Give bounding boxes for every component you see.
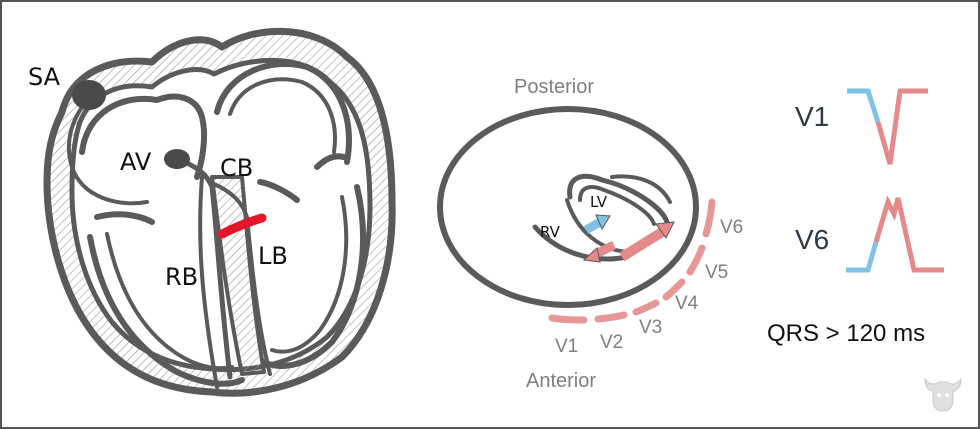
- depolarization-arrows: [582, 214, 675, 263]
- his-bundle: [177, 157, 233, 380]
- lead-markers: [548, 198, 716, 324]
- lead-label-v2: V2: [600, 332, 623, 353]
- lv-label: LV: [590, 193, 608, 211]
- tricuspid-valve: [94, 211, 155, 225]
- lv-outer-wall: [567, 173, 670, 225]
- rv-wall: [532, 224, 630, 262]
- rb-label: RB: [165, 263, 198, 291]
- bundle-block-marker: [217, 213, 267, 239]
- lv-red-arrow-shaft: [619, 227, 665, 262]
- anterior-label: Anterior: [526, 370, 596, 392]
- rv-label: RV: [540, 223, 561, 241]
- lead-mark-v4: [662, 278, 686, 301]
- left-atrium: [214, 61, 352, 165]
- cb-label: CB: [220, 154, 253, 182]
- av-node: [164, 149, 190, 169]
- internodal-path: [66, 95, 149, 206]
- rv-red-arrowhead: [582, 247, 601, 263]
- av-label: AV: [120, 148, 152, 176]
- left-ventricle: [261, 184, 367, 369]
- right-bundle-branch: [198, 175, 219, 389]
- rv-blue-arrow-shaft: [583, 218, 603, 234]
- sa-node: [72, 80, 106, 110]
- sa-label: SA: [28, 63, 61, 91]
- right-atrium: [79, 93, 208, 180]
- lv-lateral-wall: [610, 174, 672, 204]
- lead-label-v3: V3: [639, 317, 662, 338]
- lead-label-v6: V6: [720, 217, 743, 238]
- ecg-v6-waveform: [846, 195, 944, 273]
- ecg-v1-red-segment: [875, 88, 928, 165]
- left-bundle-branch: [212, 182, 272, 376]
- ecg-v1-blue-segment: [847, 88, 881, 123]
- ecg-v1-label: V1: [795, 101, 829, 132]
- qrs-duration: QRS > 120 ms: [767, 320, 925, 347]
- lb-label: LB: [258, 242, 288, 270]
- rv-blue-arrowhead: [595, 214, 611, 231]
- bull-icon: [924, 377, 962, 412]
- left-ventricle-inner: [270, 195, 349, 354]
- lv-inner-wall: [578, 185, 656, 226]
- chest-outline: [437, 106, 699, 308]
- heart-drawing: [43, 27, 396, 397]
- left-atrium-inner: [228, 77, 337, 154]
- posterior-label: Posterior: [514, 76, 594, 98]
- ventricles-cross-section: [532, 173, 672, 262]
- lead-label-v4: V4: [675, 293, 699, 314]
- lead-mark-v1: [548, 314, 588, 324]
- lead-mark-v3: [632, 299, 660, 316]
- mitral-valve-right: [314, 153, 350, 170]
- lead-mark-v6: [702, 198, 716, 238]
- ecg-v6-red-segment: [873, 195, 944, 273]
- lead-mark-v5: [686, 244, 706, 276]
- lead-mark-v2: [594, 311, 628, 323]
- mitral-valve-left: [257, 179, 300, 203]
- ecg-v1-waveform: [847, 88, 928, 165]
- right-ventricle: [87, 234, 245, 387]
- ecg-v6-label: V6: [795, 224, 829, 255]
- lead-label-v5: V5: [705, 262, 728, 283]
- lv-red-arrowhead: [655, 221, 675, 239]
- lead-label-v1: V1: [555, 336, 578, 357]
- ecg-v6-blue-segment: [846, 241, 879, 273]
